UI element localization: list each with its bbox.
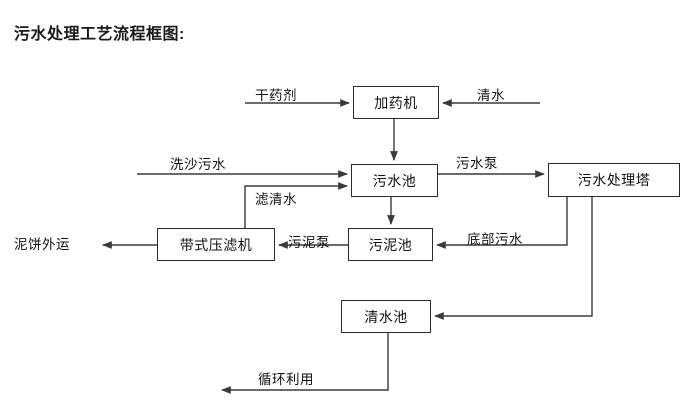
- node-wastewater-pool[interactable]: 污水池: [351, 164, 438, 197]
- node-label: 污水池: [372, 172, 417, 189]
- node-label: 污泥池: [368, 236, 413, 253]
- edge-label-bottom-wastewater: 底部污水: [467, 232, 523, 247]
- terminal-clean-water-in: 清水: [477, 88, 505, 103]
- edge-label-recycle-reuse: 循环利用: [258, 372, 314, 387]
- edge-treatment-tower-to-clear-water-pool: [434, 197, 593, 320]
- node-belt-filter-press[interactable]: 带式压滤机: [157, 228, 275, 261]
- page-title: 污水处理工艺流程框图:: [14, 26, 185, 43]
- node-label: 清水池: [364, 308, 408, 325]
- edge-label-sludge-pump: 污泥泵: [288, 235, 330, 250]
- edge-bottom-wastewater-to-sludge-pool: [436, 197, 568, 249]
- node-sludge-pool[interactable]: 污泥池: [348, 228, 433, 261]
- terminal-mud-cake-out: 泥饼外运: [14, 237, 70, 252]
- node-dosing-machine[interactable]: 加药机: [353, 86, 439, 119]
- node-clear-water-pool[interactable]: 清水池: [341, 300, 431, 333]
- terminal-dry-chemical: 干药剂: [255, 88, 297, 103]
- edge-label-wastewater-pump: 污水泵: [456, 156, 498, 171]
- edge-clear-water-pool-to-recycle: [221, 333, 389, 394]
- terminal-sand-wash-wastewater: 洗沙污水: [170, 157, 226, 172]
- node-label: 加药机: [374, 94, 418, 111]
- edge-label-filtered-clear-water: 滤清水: [255, 192, 297, 207]
- node-treatment-tower[interactable]: 污水处理塔: [548, 163, 680, 197]
- node-label: 污水处理塔: [577, 172, 651, 188]
- node-label: 带式压滤机: [179, 236, 253, 253]
- edge-filtered-water-to-wastewater-pool: [244, 182, 348, 244]
